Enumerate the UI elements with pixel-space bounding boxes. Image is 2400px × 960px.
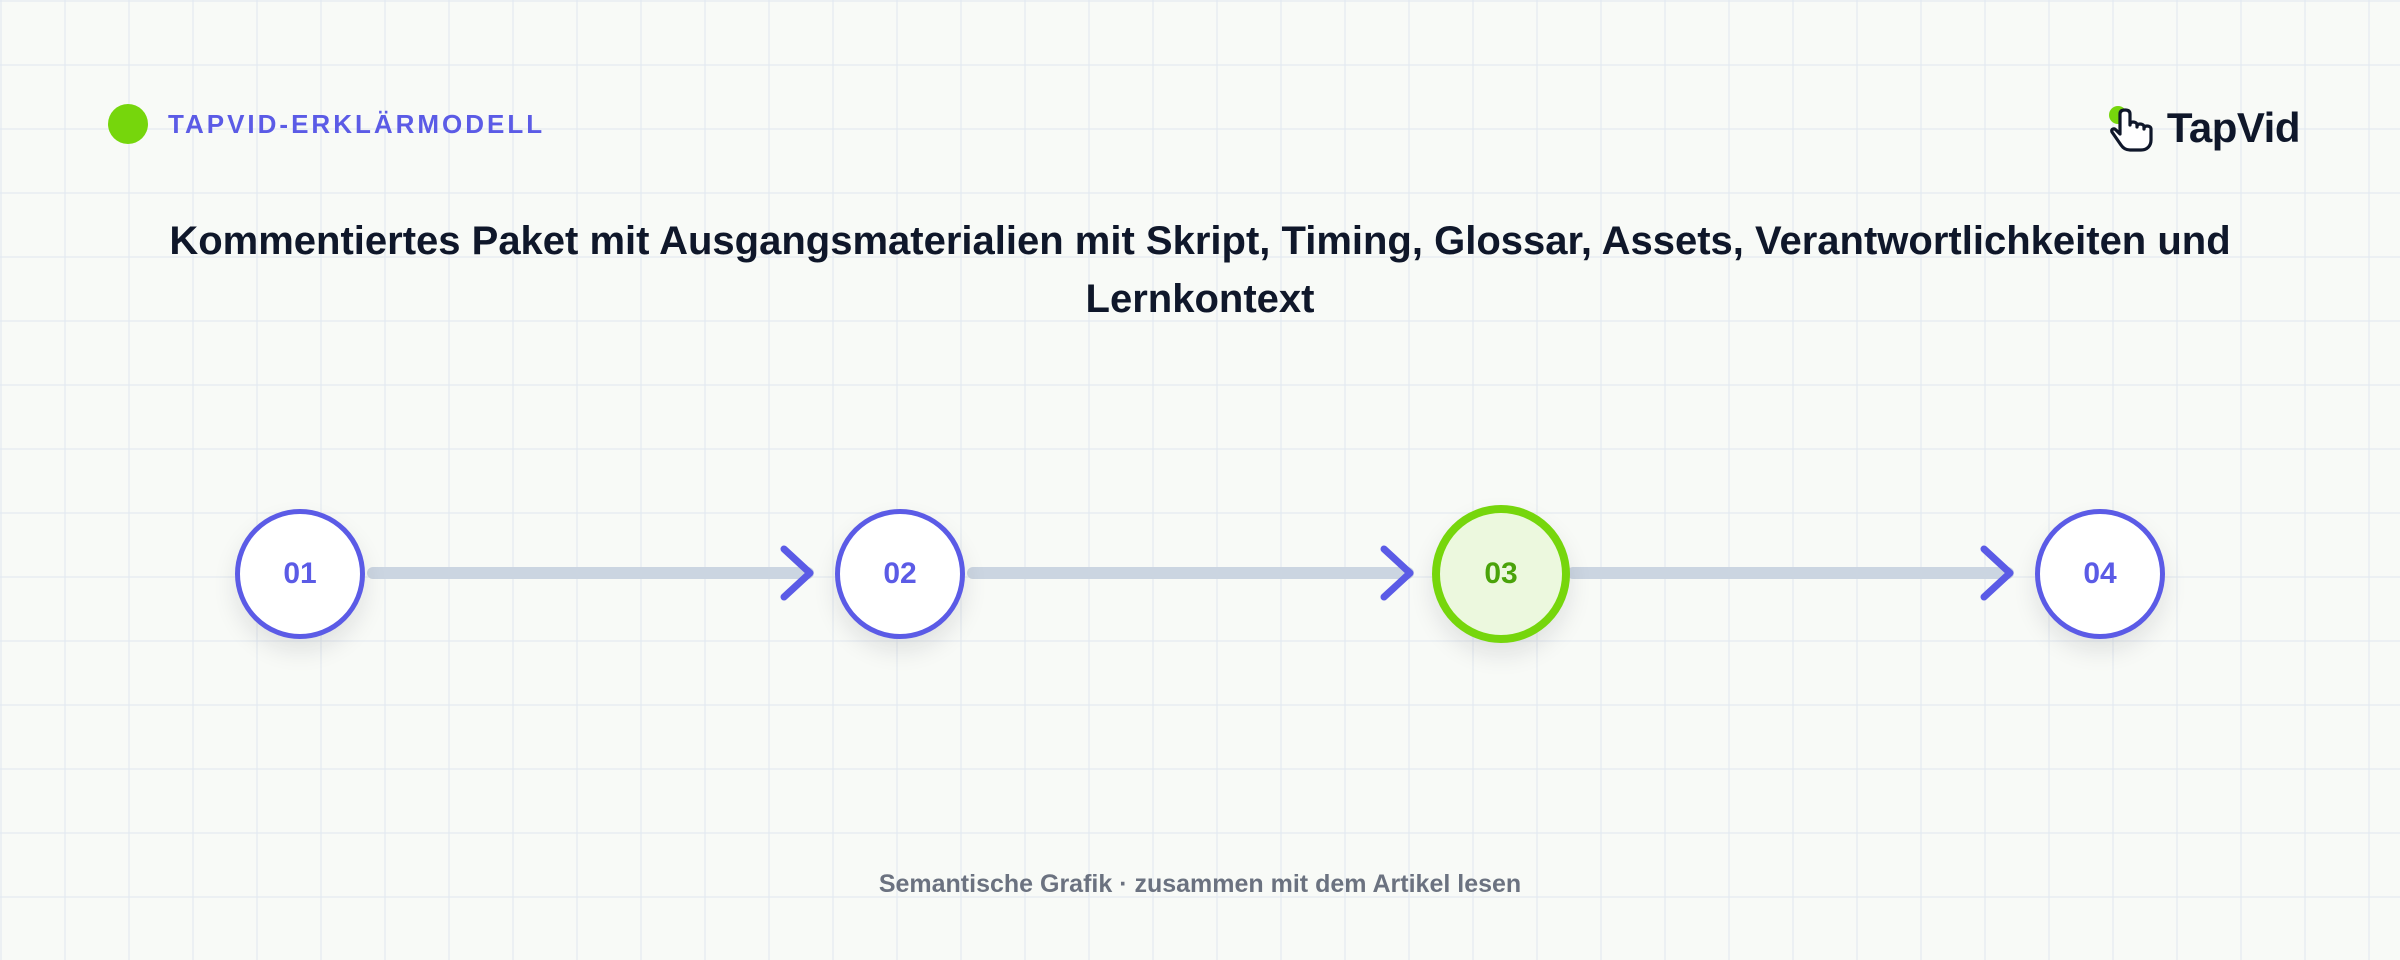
status-dot (108, 104, 148, 144)
step-node-01: 01 (235, 509, 365, 639)
brand-logo: TapVid (2105, 100, 2301, 156)
page-title: Kommentiertes Paket mit Ausgangsmaterial… (169, 219, 2231, 321)
step-node-04: 04 (2035, 509, 2165, 639)
step-node-02: 02 (835, 509, 965, 639)
header: TAPVID-ERKLÄRMODELL (108, 104, 545, 144)
step-node-03: 03 (1432, 505, 1570, 643)
arrow-head-1 (780, 545, 814, 601)
arrow-head-3 (1980, 545, 2014, 601)
header-label: TAPVID-ERKLÄRMODELL (168, 108, 546, 139)
footer-caption: Semantische Grafik · zusammen mit dem Ar… (878, 870, 1522, 898)
arrow-head-2 (1380, 545, 1414, 601)
logo-text: TapVid (2166, 104, 2301, 151)
pointer-hand-icon (2108, 106, 2153, 152)
